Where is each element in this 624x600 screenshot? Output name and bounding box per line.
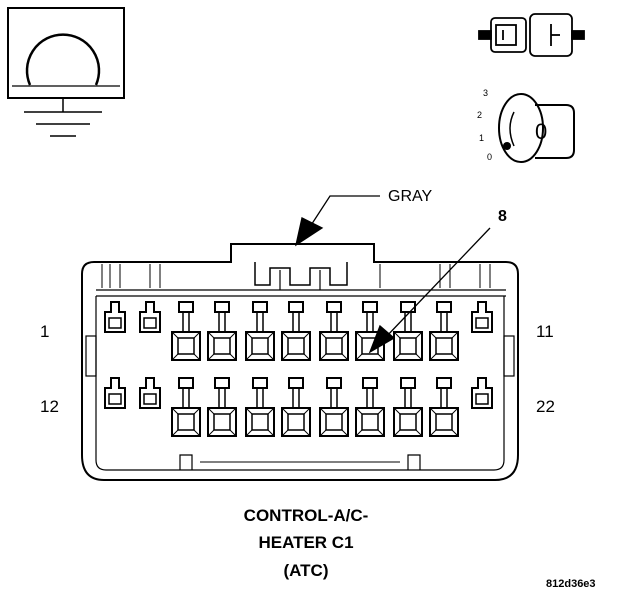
pin-label-top-left: 1 [40, 322, 50, 341]
pin-cavity-row2-7 [319, 377, 349, 437]
pin-cavity-row1-7 [319, 301, 349, 361]
pin-cavity-row2-6 [281, 377, 311, 437]
figure-reference-code: 812d36e3 [546, 578, 596, 590]
ignition-key-label: 0 [535, 119, 548, 144]
callout-pin-number: 8 [498, 208, 507, 225]
pin-cavity-row1-6 [281, 301, 311, 361]
pin-cavity-row1-9 [393, 301, 423, 361]
connector-pin-array [104, 301, 493, 437]
pin-latch-row1-2 [139, 301, 161, 333]
pin-cavity-row1-4 [207, 301, 237, 361]
ignition-key-icon [498, 93, 575, 163]
pin-cavity-row1-3 [171, 301, 201, 361]
pin-label-bottom-right: 22 [536, 397, 555, 416]
ignition-position-3: 3 [483, 88, 489, 98]
ground-symbol-icon [7, 7, 125, 137]
pin-cavity-row2-10 [429, 377, 459, 437]
pin-latch-row1-11 [471, 301, 493, 333]
connector-title-line-3: (ATC) [283, 561, 329, 580]
pin-cavity-row1-8 [355, 301, 385, 361]
connector-title-line-2: HEATER C1 [258, 533, 354, 552]
connector-title-line-1: CONTROL-A/C- [243, 506, 369, 525]
pin-latch-row2-1 [104, 377, 126, 409]
ignition-position-1: 1 [479, 133, 485, 143]
pin-cavity-row2-8 [355, 377, 385, 437]
gray-callout [295, 195, 380, 247]
pin-8-callout [368, 227, 491, 354]
pin-cavity-row2-3 [171, 377, 201, 437]
ignition-position-2: 2 [477, 110, 483, 120]
pin-cavity-row1-5 [245, 301, 275, 361]
ignition-position-0: 0 [487, 152, 493, 162]
pin-latch-row2-11 [471, 377, 493, 409]
pin-cavity-row2-9 [393, 377, 423, 437]
connector-plug-icon [478, 13, 585, 57]
pin-cavity-row2-5 [245, 377, 275, 437]
pin-label-bottom-left: 12 [40, 397, 59, 416]
pin-latch-row2-2 [139, 377, 161, 409]
connector-color-label: GRAY [388, 188, 433, 205]
pin-label-top-right: 11 [536, 322, 554, 341]
pin-cavity-row2-4 [207, 377, 237, 437]
connector-body [81, 243, 519, 481]
pin-latch-row1-1 [104, 301, 126, 333]
pin-cavity-row1-10 [429, 301, 459, 361]
